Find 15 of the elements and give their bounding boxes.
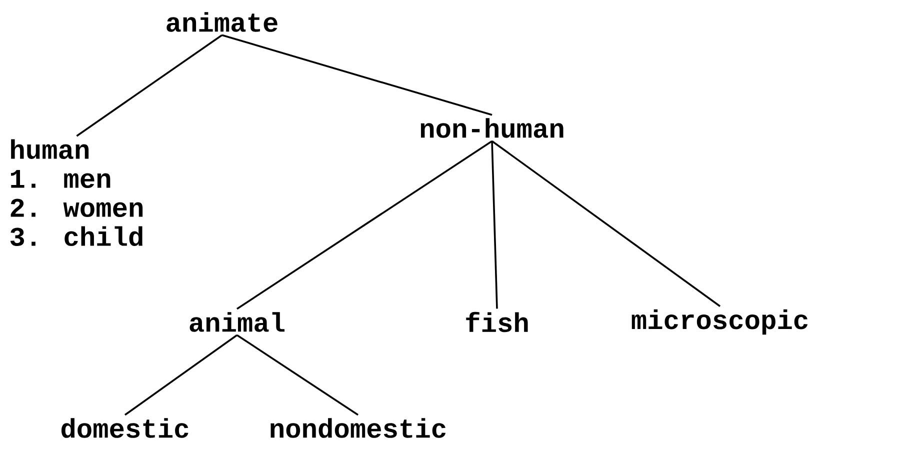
tree-label: domestic — [61, 418, 188, 438]
tree-label: nondomestic — [270, 418, 446, 438]
tree-line — [236, 140, 492, 310]
tree-label: animal — [190, 312, 285, 332]
list-label: human 1. men 2. women 3. child — [10, 139, 143, 246]
tree-label: animate — [166, 12, 278, 32]
tree-line — [491, 141, 498, 309]
tree-line — [222, 34, 492, 116]
tree-label: non-human — [420, 118, 564, 138]
tree-label: fish — [466, 312, 528, 332]
tree-line — [76, 34, 223, 137]
tree-line — [124, 334, 238, 416]
tree-line — [491, 140, 721, 307]
tree-label: microscopic — [632, 309, 808, 335]
tree-line — [236, 334, 358, 416]
